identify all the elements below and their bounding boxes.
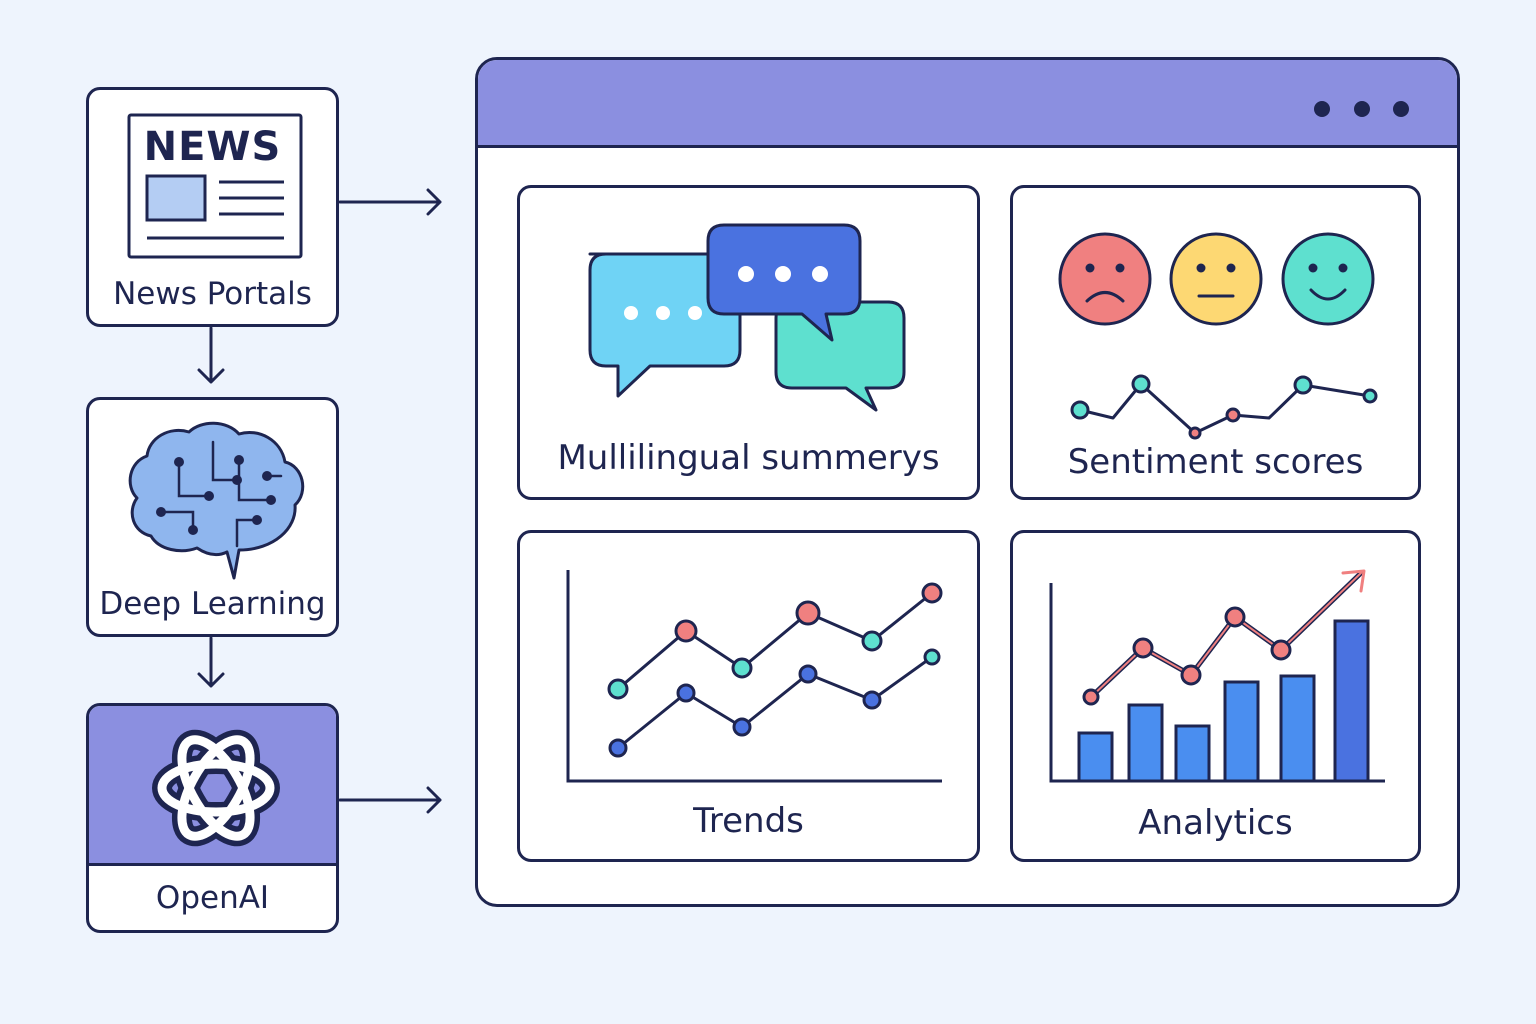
openai-label: OpenAI [155,880,270,916]
sentiment-panel[interactable]: Sentiment scores [1010,185,1421,500]
happy-face-icon [1281,232,1375,326]
trends-chart-icon [566,570,943,783]
openai-node: OpenAI [86,703,339,933]
window-control-dot[interactable] [1354,101,1370,117]
deep-learning-label: Deep Learning [99,586,326,622]
summaries-panel[interactable]: Mullilingual summerys [517,185,980,500]
sad-face-icon [1058,232,1152,326]
window-control-dot[interactable] [1393,101,1409,117]
window-title-bar [478,60,1457,148]
news-icon-text: NEWS [143,124,282,170]
analytics-label: Analytics [1138,803,1293,843]
openai-logo-icon [152,729,280,847]
sentiment-illustration [1058,232,1378,440]
news-portals-node: NEWS News Portals [86,87,339,327]
deep-learning-node: Deep Learning [86,397,339,637]
sentiment-sparkline [1070,374,1378,440]
trends-label: Trends [693,801,804,841]
analytics-chart-icon [1049,569,1385,783]
window-control-dot[interactable] [1314,101,1330,117]
news-portals-label: News Portals [113,276,312,312]
brain-circuit-icon [128,421,305,580]
trends-panel[interactable]: Trends [517,530,980,862]
newspaper-icon [127,113,303,259]
window-controls[interactable] [478,60,1460,148]
chat-bubbles-icon [588,223,906,412]
sentiment-label: Sentiment scores [1067,442,1364,482]
neutral-face-icon [1169,232,1263,326]
analytics-panel[interactable]: Analytics [1010,530,1421,862]
summaries-label: Mullilingual summerys [557,438,940,478]
